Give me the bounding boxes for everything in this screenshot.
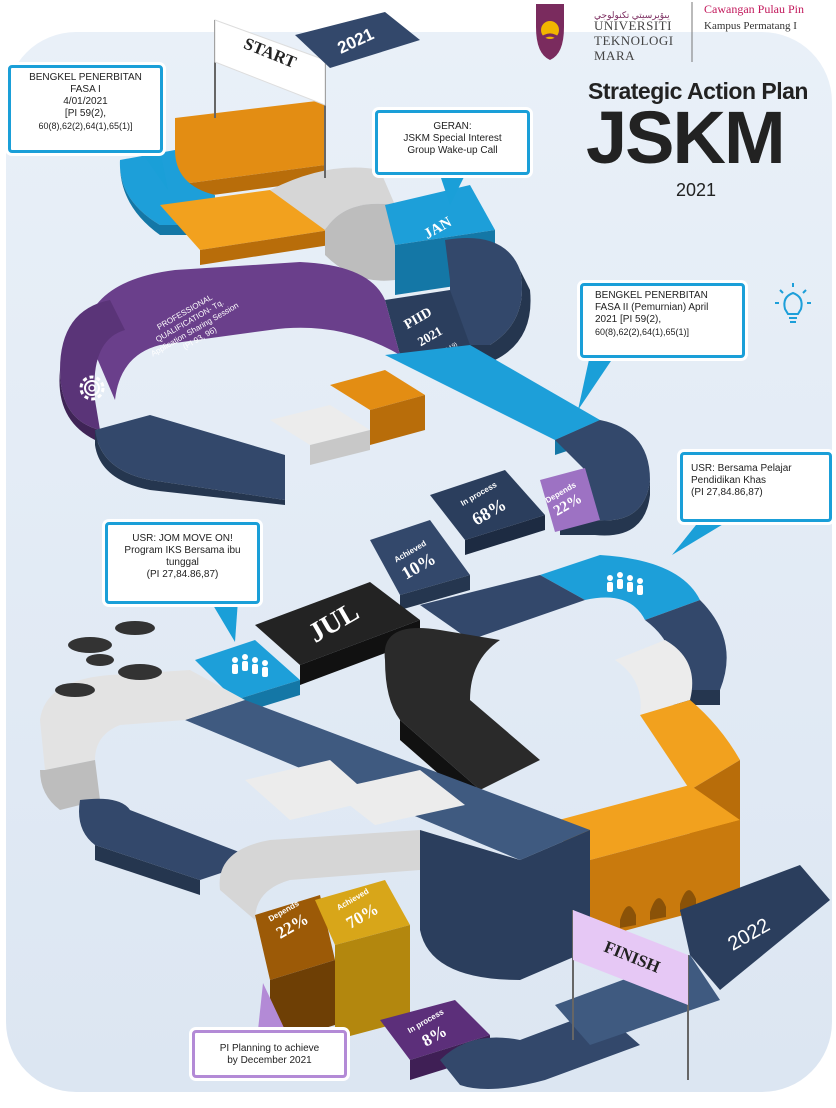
university-line1: UNIVERSITI	[594, 18, 672, 33]
road-segment	[175, 165, 325, 200]
people-icon	[232, 654, 268, 677]
road-segment	[175, 100, 325, 185]
road-segment	[245, 760, 375, 820]
callout-pointer	[578, 355, 615, 410]
road-segment	[300, 620, 420, 685]
road-segment	[219, 830, 420, 920]
status-block-depends	[540, 468, 600, 532]
people-icon	[607, 572, 643, 595]
campus-line1: Cawangan Pulau Pin	[704, 2, 804, 16]
road-segment	[270, 405, 370, 445]
road-segment	[400, 575, 470, 610]
callout-pointer	[258, 983, 285, 1030]
callout-pointer	[210, 600, 238, 642]
road-segment	[40, 760, 100, 810]
callout-pointer	[140, 150, 168, 190]
road-segment	[370, 395, 425, 445]
road-segment	[330, 770, 465, 825]
road-segment	[385, 185, 495, 245]
title-year: 2021	[676, 180, 717, 200]
road-segment	[645, 600, 727, 690]
road-segment	[384, 628, 540, 790]
flag-icon	[214, 19, 326, 178]
arch	[620, 906, 636, 928]
road-segment	[385, 345, 600, 440]
road-segment	[555, 420, 650, 521]
callout-pi-planning: PI Planning to achieve by December 2021	[192, 1030, 347, 1078]
road-segment	[200, 230, 330, 265]
road-segment	[330, 370, 425, 410]
road-segment	[60, 300, 125, 430]
university-jawi: ﯾﯩﯚﯾﺮﺳﯿﺘﻲ ﺗﻜﻨﻮﻟﻮﺟﻲ	[594, 10, 670, 20]
road-segment	[445, 238, 522, 345]
university-line3: MARA	[594, 48, 636, 63]
status-block-achieved	[370, 520, 470, 595]
road-segment	[310, 430, 370, 465]
road-segment	[79, 798, 260, 880]
page-subtitle: Strategic Action Plan	[588, 78, 808, 104]
callout-pointer	[672, 520, 730, 555]
gear-icon	[79, 375, 105, 401]
road-segment	[255, 582, 420, 665]
callout-usr-pendidikan-khas: USR: Bersama Pelajar Pendidikan Khas (PI…	[680, 452, 832, 522]
road-segment	[270, 167, 395, 230]
page-title: JSKM	[586, 96, 786, 179]
road-segment	[450, 270, 531, 360]
road-segment	[325, 203, 395, 281]
road-segment	[420, 830, 590, 980]
status-block-inprocess	[430, 470, 545, 540]
road-segment	[160, 190, 330, 250]
road-segment	[119, 160, 215, 235]
campus-line2: Kampus Permatang I	[704, 20, 797, 32]
callout-usr-jom-move-on: USR: JOM MOVE ON! Program IKS Bersama ib…	[105, 522, 260, 604]
callout-bengkel-fasa1: BENGKEL PENERBITAN FASA I 4/01/2021 [PI …	[8, 65, 163, 153]
road-segment	[640, 700, 740, 790]
road-segment	[335, 925, 410, 1040]
road-segment	[385, 290, 470, 355]
road-segment	[680, 865, 830, 990]
callout-pointer	[440, 175, 465, 205]
road-segment	[85, 262, 400, 400]
callout-bengkel-fasa2: BENGKEL PENERBITAN FASA II (Pemurnian) A…	[580, 283, 745, 358]
callout-geran: GERAN: JSKM Special Interest Group Wake-…	[375, 110, 530, 175]
road-segment	[270, 960, 335, 1045]
cloud-icon	[55, 621, 162, 697]
uitm-logo-icon	[536, 4, 564, 60]
road-segment	[95, 845, 200, 895]
road-segment	[615, 640, 693, 715]
lightbulb-icon	[775, 283, 811, 323]
road-segment	[420, 575, 585, 640]
road-segment	[295, 12, 420, 68]
status-block-depends-end	[255, 895, 335, 980]
road-segment	[40, 670, 245, 770]
status-block-achieved-end	[315, 880, 410, 945]
university-line2: TEKNOLOGI	[594, 33, 674, 48]
road-segment	[95, 415, 285, 500]
status-block-inprocess-end	[380, 1000, 490, 1060]
flag-icon	[572, 910, 689, 1080]
road-segment	[95, 430, 285, 505]
road-segment	[465, 515, 545, 555]
arch	[650, 898, 666, 920]
